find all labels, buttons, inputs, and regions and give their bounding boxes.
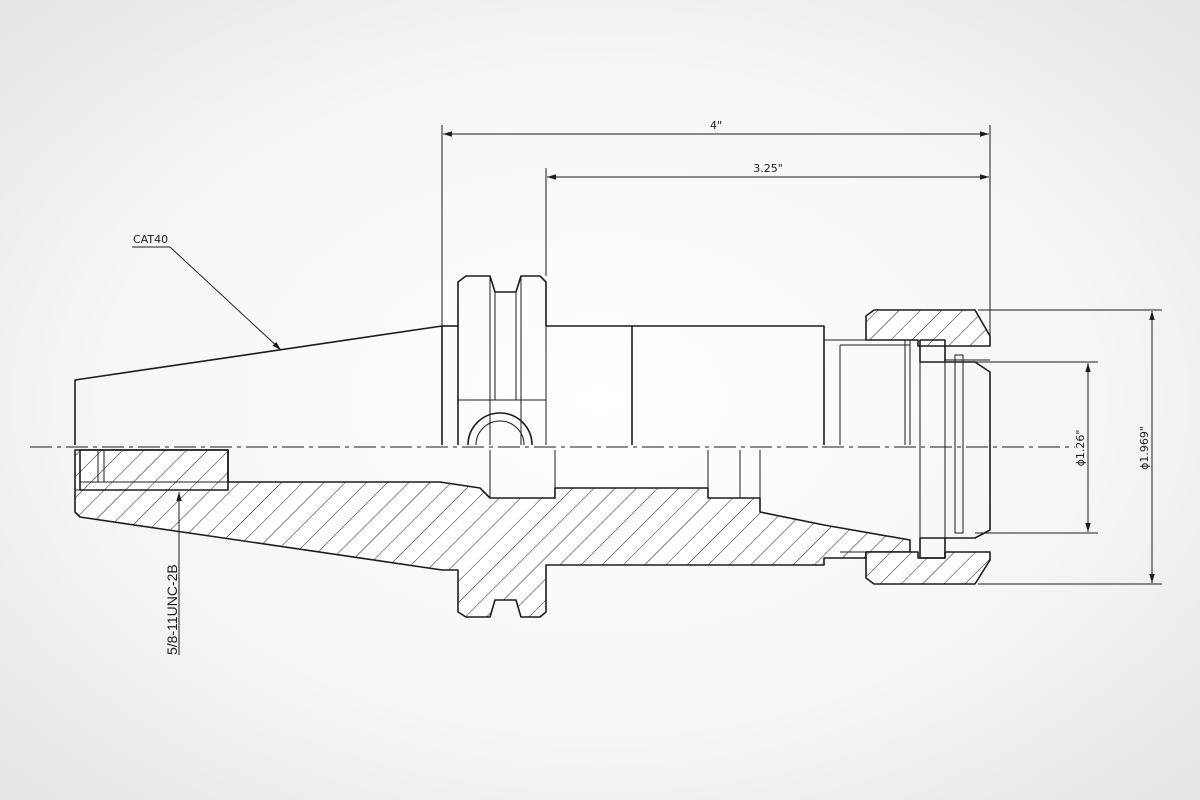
- orientation-notch: [467, 412, 533, 446]
- flange-outline-top: [457, 275, 547, 326]
- taper-label: CAT40: [133, 233, 168, 246]
- leaders: CAT40 5/8-11UNC-2B: [132, 233, 282, 655]
- collet-taper: [945, 361, 991, 539]
- collet-bore: [954, 354, 964, 534]
- thread-label: 5/8-11UNC-2B: [164, 564, 180, 655]
- bore-diameter-label: ϕ1.26": [1074, 430, 1087, 467]
- lower-section: [74, 449, 991, 618]
- taper-leader: [169, 246, 282, 351]
- gauge-length-label: 3.25": [753, 162, 783, 175]
- body-outline-top: [546, 325, 825, 445]
- collet-ring-bottom: [919, 537, 946, 559]
- nut-diameter-label: ϕ1.969": [1138, 426, 1151, 470]
- overall-length-label: 4": [710, 119, 722, 132]
- holder-section: [74, 449, 911, 618]
- orientation-notch-inner: [475, 420, 525, 446]
- taper-outline-top: [74, 325, 443, 445]
- upper-outline: [74, 275, 991, 558]
- dimensions: 4" 3.25" ϕ1.26" ϕ1.969": [441, 119, 1162, 585]
- nut-section-bottom: [865, 551, 991, 585]
